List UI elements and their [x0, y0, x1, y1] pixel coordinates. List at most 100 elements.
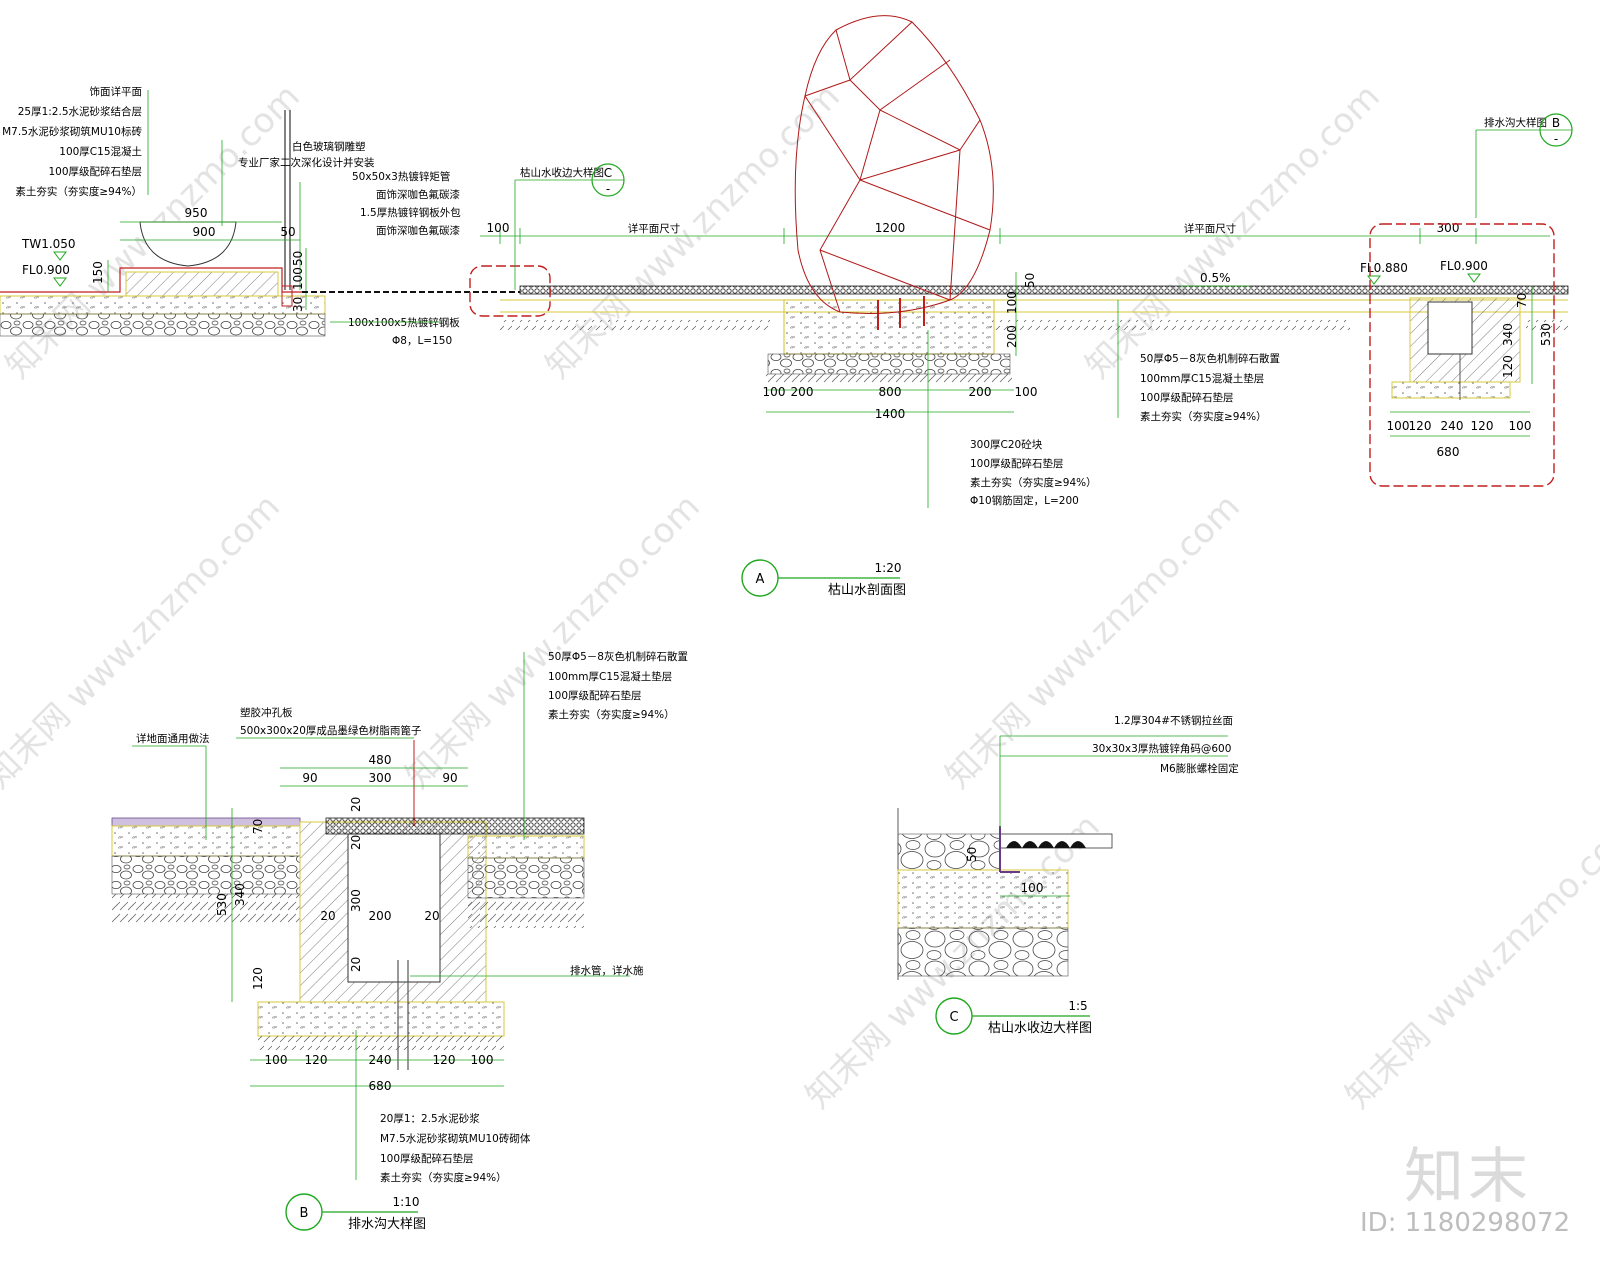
note-gravel: 100厚级配碎石垫层: [48, 165, 142, 178]
note-c-angle: 30x30x3厚热镀锌角码@600: [1092, 742, 1231, 755]
dim-b340: 340: [233, 883, 247, 906]
ref-c-sub: -: [606, 182, 610, 196]
note-mid-soil: 素土夯实（夯实度≥94%）: [1140, 410, 1267, 423]
dim-r340: 340: [1501, 323, 1515, 346]
note-b-soil-base: 素土夯实（夯实度≥94%）: [380, 1171, 507, 1184]
rock-outline: [794, 15, 994, 314]
note-sculpture-2: 专业厂家二次深化设计并安装: [238, 156, 375, 169]
note-c20: 300厚C20砼块: [970, 438, 1043, 451]
note-rock-soil: 素土夯实（夯实度≥94%）: [970, 476, 1097, 489]
note-b-base: 100厚级配碎石垫层: [548, 689, 642, 702]
dim-b-w20a: 20: [320, 909, 335, 923]
note-soil: 素土夯实（夯实度≥94%）: [15, 185, 142, 198]
dim-b100a: 100: [763, 385, 786, 399]
image-id-label: ID: 1180298072: [1360, 1208, 1571, 1238]
ref-c-label: 枯山水收边大样图: [520, 166, 604, 179]
dim-b1400: 1400: [875, 407, 906, 421]
note-mid-concrete: 100mm厚C15混凝土垫层: [1140, 372, 1264, 385]
dim-bb120b: 120: [433, 1053, 456, 1067]
dim-bb240: 240: [369, 1053, 392, 1067]
dim-b100b: 100: [1015, 385, 1038, 399]
ref-b-sub: -: [1554, 132, 1558, 146]
left-dims: [107, 221, 307, 310]
note-b-mortar: 20厚1：2.5水泥砂浆: [380, 1112, 480, 1125]
title-a-text: 枯山水剖面图: [828, 583, 906, 598]
note-anchor: Φ8，L=150: [392, 335, 452, 347]
note-mortar: 25厚1:2.5水泥砂浆结合层: [18, 105, 142, 118]
note-b-gravel: 50厚Φ5－8灰色机制碎石散置: [548, 650, 688, 663]
note-b-brick: M7.5水泥砂浆砌筑MU10砖砌体: [380, 1132, 531, 1145]
ref-b-mark: B: [1552, 116, 1560, 130]
title-a-mark: A: [756, 572, 765, 587]
ref-b-label: 排水沟大样图: [1484, 116, 1547, 129]
dim-950: 950: [185, 206, 208, 220]
dim-rb120b: 120: [1471, 419, 1494, 433]
dim-b200b: 200: [969, 385, 992, 399]
note-mid-base: 100厚级配碎石垫层: [1140, 391, 1234, 404]
section-c: 1.2厚304#不锈钢拉丝面 30x30x3厚热镀锌角码@600 M6膨胀螺栓固…: [897, 714, 1239, 1036]
drain-a: [1369, 223, 1555, 487]
brand-logo: 知末: [1404, 1142, 1532, 1212]
dim-b70: 70: [251, 819, 265, 834]
dim-1200: 1200: [875, 221, 906, 235]
note-grate-perforated: 塑胶冲孔板: [240, 706, 293, 719]
left-notes: 饰面详平面 25厚1:2.5水泥砂浆结合层 M7.5水泥砂浆砌筑MU10标砖 1…: [2, 85, 461, 347]
dim-plan-left: 详平面尺寸: [628, 222, 681, 235]
note-base-plate: 100x100x5热镀锌钢板: [348, 316, 460, 329]
note-b-gravel-base: 100厚级配碎石垫层: [380, 1152, 474, 1165]
level-fl-left: FL0.900: [22, 263, 70, 277]
dim-rb100a: 100: [1387, 419, 1410, 433]
title-c-scale: 1:5: [1068, 999, 1087, 1013]
dim-rb100b: 100: [1509, 419, 1532, 433]
note-steel-paint-2: 面饰深咖色氟碳漆: [376, 224, 460, 237]
dim-rb240: 240: [1441, 419, 1464, 433]
note-rebar: Φ10钢筋固定，L=200: [970, 494, 1079, 507]
dim-v100: 100: [1005, 291, 1019, 314]
dim-b-w20c: 20: [349, 835, 363, 850]
note-finish: 饰面详平面: [90, 85, 143, 98]
dim-b-w200: 200: [369, 909, 392, 923]
dim-v50: 50: [1023, 273, 1037, 288]
dim-bb120a: 120: [305, 1053, 328, 1067]
dim-b300: 300: [369, 771, 392, 785]
title-c-mark: C: [949, 1010, 958, 1025]
title-b-scale: 1:10: [393, 1195, 420, 1209]
dim-v200: 200: [1005, 325, 1019, 348]
dim-b200a: 200: [791, 385, 814, 399]
dim-50: 50: [291, 251, 305, 266]
ref-c-mark: C: [604, 166, 612, 180]
dim-b800: 800: [879, 385, 902, 399]
dim-b480: 480: [369, 753, 392, 767]
dim-bb680: 680: [369, 1079, 392, 1093]
level-tw: TW1.050: [21, 237, 76, 251]
note-b-concrete: 100mm厚C15混凝土垫层: [548, 670, 672, 683]
note-mid-gravel: 50厚Φ5－8灰色机制碎石散置: [1140, 352, 1280, 365]
callout-c-box: [469, 265, 551, 317]
note-brick: M7.5水泥砂浆砌筑MU10标砖: [2, 125, 142, 138]
note-steel-tube: 50x50x3热镀锌矩管: [352, 170, 450, 183]
note-steel-paint: 面饰深咖色氟碳漆: [376, 188, 460, 201]
section-a: 饰面详平面 25厚1:2.5水泥砂浆结合层 M7.5水泥砂浆砌筑MU10标砖 1…: [0, 15, 1573, 598]
note-concrete: 100厚C15混凝土: [59, 145, 142, 158]
note-c-steel: 1.2厚304#不锈钢拉丝面: [1114, 714, 1233, 727]
note-grate: 500x300x20厚成品墨绿色树脂雨篦子: [240, 724, 421, 737]
dim-top-100: 100: [487, 221, 510, 235]
title-b-mark: B: [300, 1206, 309, 1221]
slope-label: 0.5%: [1200, 271, 1231, 285]
dim-b-w20b: 20: [424, 909, 439, 923]
dim-100: 100: [291, 267, 305, 290]
dim-b90a: 90: [302, 771, 317, 785]
dim-b20: 20: [349, 797, 363, 812]
level-fl-drain: FL0.880: [1360, 261, 1408, 275]
watermark-layer: 知末网 www.znzmo.com 知末网 www.znzmo.com 知末网 …: [0, 77, 1600, 1117]
dim-plan-right: 详平面尺寸: [1184, 222, 1237, 235]
basin-wall: [0, 110, 326, 337]
title-c: C 1:5 枯山水收边大样图: [935, 997, 1092, 1036]
note-steel-plate: 1.5厚热镀锌钢板外包: [360, 206, 461, 219]
dim-50-gap: 50: [280, 225, 295, 239]
dim-150: 150: [91, 261, 105, 284]
ground-band: [302, 285, 1569, 330]
watermark: 知末网 www.znzmo.com: [1338, 807, 1600, 1117]
note-pipe: 排水管，详水施: [570, 964, 644, 977]
